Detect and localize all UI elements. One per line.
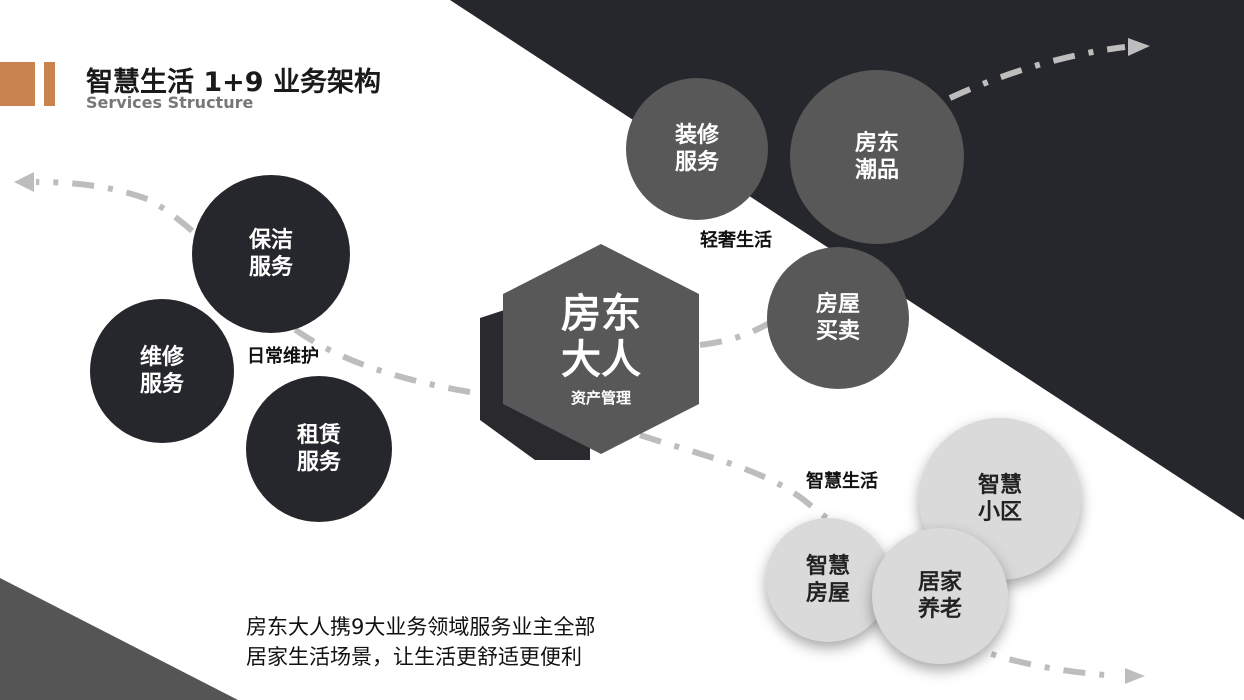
service-node-cleaning: 保洁 服务 [192, 175, 350, 333]
arrowhead-top-right [1128, 38, 1150, 56]
arrowhead-left [14, 172, 34, 192]
hub-node: 房东 大人 资产管理 [503, 244, 699, 454]
flow-arrow-center-right [699, 307, 792, 348]
flow-arrow-top-right [948, 44, 1126, 101]
hub-title: 房东 大人 [561, 290, 641, 383]
service-label: 房屋 买卖 [815, 291, 860, 345]
flow-arrow-left [35, 179, 471, 395]
service-label: 智慧 小区 [977, 472, 1022, 526]
group-label-light-luxury: 轻奢生活 [700, 230, 772, 251]
title-accent-block [0, 62, 35, 106]
service-node-landlord-goods: 房东 潮品 [790, 70, 964, 244]
corner-triangle [0, 578, 238, 700]
service-node-renovation: 装修 服务 [626, 78, 768, 220]
service-label: 居家 养老 [917, 569, 962, 623]
description-line-2: 居家生活场景，让生活更舒适更便利 [246, 645, 582, 670]
service-node-smart-house: 智慧 房屋 [766, 518, 890, 642]
slide-subtitle: Services Structure [86, 93, 254, 112]
hub-hexagon [503, 244, 699, 454]
service-label: 保洁 服务 [248, 227, 293, 281]
service-node-rental: 租赁 服务 [246, 376, 392, 522]
service-label: 装修 服务 [674, 122, 719, 176]
service-label: 智慧 房屋 [805, 553, 850, 607]
service-label: 租赁 服务 [296, 422, 341, 476]
service-node-property-trade: 房屋 买卖 [767, 247, 909, 389]
service-node-elderly-care: 居家 养老 [872, 528, 1008, 664]
service-label: 维修 服务 [139, 344, 184, 398]
service-label: 房东 潮品 [854, 130, 899, 184]
arrowhead-bottom-right [1125, 668, 1145, 684]
group-label-daily-maintenance: 日常维护 [247, 346, 319, 367]
description-line-1: 房东大人携9大业务领域服务业主全部 [246, 615, 596, 639]
hub-subtitle: 资产管理 [570, 388, 631, 407]
service-node-repair: 维修 服务 [90, 299, 234, 443]
slide-title: 智慧生活 1+9 业务架构 [86, 67, 381, 98]
group-label-smart-living: 智慧生活 [806, 471, 878, 492]
description-text: 房东大人携9大业务领域服务业主全部 居家生活场景，让生活更舒适更便利 [246, 612, 595, 673]
title-accent-bar [44, 62, 55, 106]
